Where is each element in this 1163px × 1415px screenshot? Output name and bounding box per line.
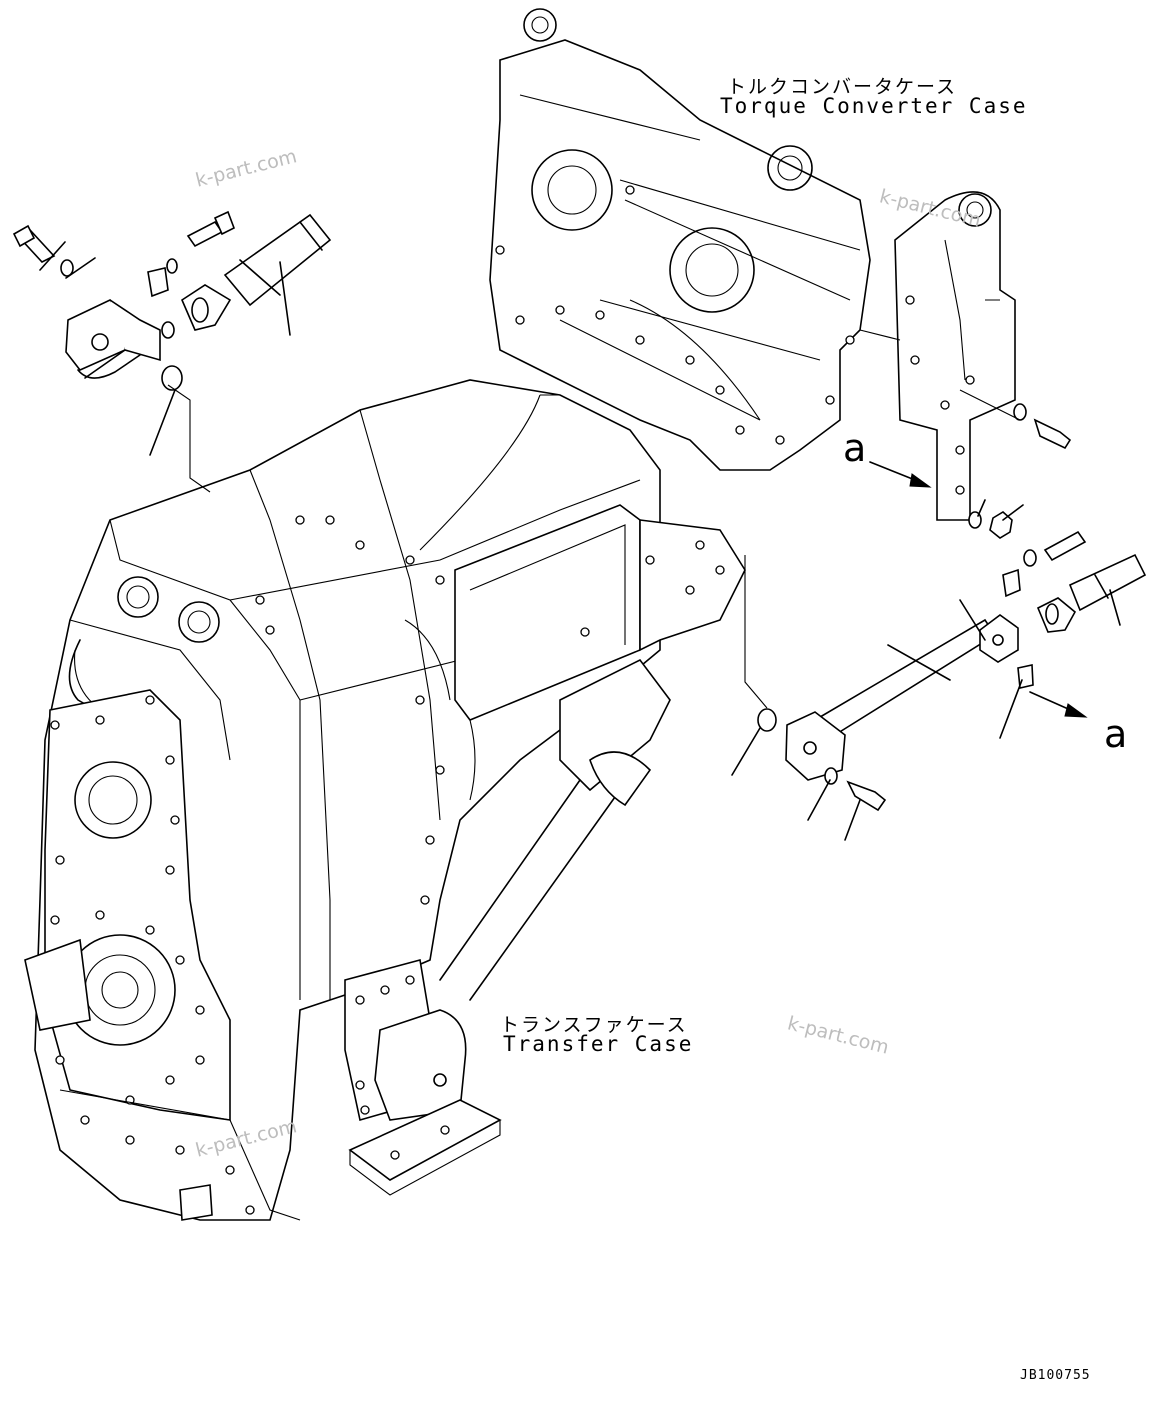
bolt-icon [12,224,56,263]
hose-assembly-left [12,210,332,493]
control-valve [404,394,746,801]
transfer-case-label-jp: トランスファケース [500,1014,688,1036]
washer-icon [824,767,838,785]
bracket-icon [859,191,1072,539]
flange-icon [785,614,1019,781]
hose-icon [1036,553,1147,633]
bolt-icon [1033,418,1072,450]
transfer-case-mount [344,959,502,1196]
torque-converter-label-jp: トルクコンバータケース [727,76,958,98]
callout-a-lower: a [1104,712,1128,756]
washer-icon [1023,549,1037,567]
o-ring-icon [757,708,777,732]
bolt-icon [186,210,236,248]
o-ring-icon [161,365,183,391]
torque-converter-case [489,8,871,471]
bolt-icon [846,780,887,812]
washer-icon [60,259,74,277]
transmission-housing [24,379,661,1221]
bolt-icon [1043,530,1087,562]
washer-icon [166,258,178,274]
hose-assembly-right [744,530,1147,812]
callout-a-upper: a [843,426,867,470]
transfer-case-label-en: Transfer Case [503,1032,694,1056]
torque-converter-label-en: Torque Converter Case [720,94,1028,118]
drawing-code: JB100755 [1020,1368,1091,1383]
drive-shaft [439,658,671,1001]
leader-lines [39,241,1121,841]
arrow-icon [1029,691,1088,718]
flange-icon [65,298,161,379]
nut-icon [989,511,1013,539]
arrow-icon [869,461,932,488]
hose-icon [180,213,332,331]
